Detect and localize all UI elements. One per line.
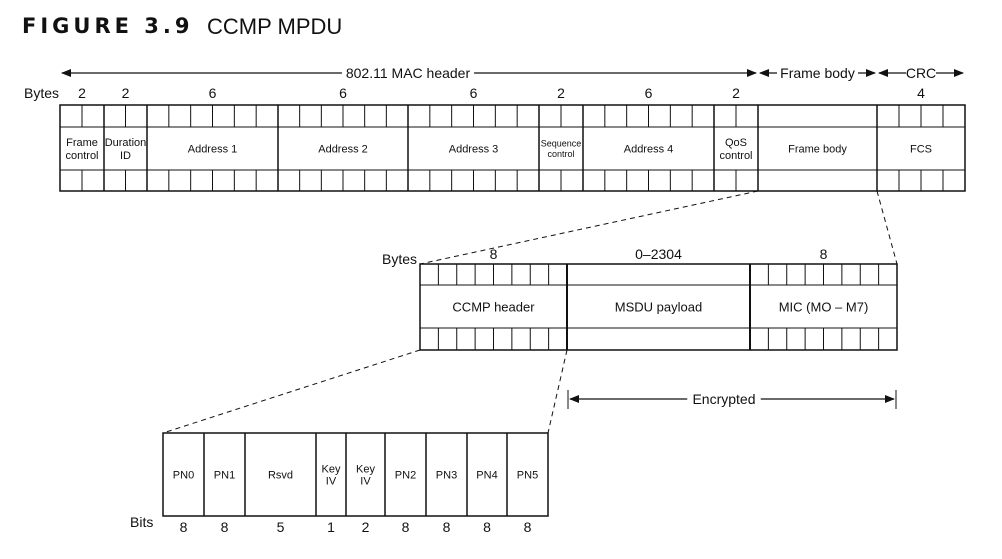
bit-count: 1 — [327, 519, 335, 535]
field-label-pn4: PN4 — [476, 469, 497, 481]
connector-dashed — [876, 190, 898, 265]
connector-dashed — [419, 190, 759, 265]
bits-label: Bits — [130, 514, 153, 530]
field-label-address-4: Address 4 — [624, 143, 674, 155]
field-label-frame-control: Frame — [66, 137, 98, 149]
field-label-duration-id: Duration — [105, 137, 147, 149]
byte-count: 6 — [339, 85, 347, 101]
span-label: Frame body — [780, 65, 855, 81]
field-label-pn3: PN3 — [436, 469, 457, 481]
field-label-pn1: PN1 — [214, 469, 235, 481]
connector-dashed — [162, 349, 421, 434]
field-label-sequence-control: Sequence — [541, 138, 582, 148]
field-label-fcs: FCS — [910, 143, 932, 155]
bytes-label: Bytes — [382, 251, 417, 267]
figure-label: FIGURE 3.9 — [22, 14, 194, 38]
field-label-mic-mo-m7-: MIC (MO – M7) — [779, 300, 869, 315]
field-label-key-iv: Key — [356, 463, 375, 475]
field-label-msdu-payload: MSDU payload — [615, 300, 702, 315]
byte-count: 2 — [732, 85, 740, 101]
field-label-duration-id: ID — [120, 150, 131, 162]
span-label: 802.11 MAC header — [346, 65, 471, 81]
byte-count: 2 — [78, 85, 86, 101]
field-label-frame-body: Frame body — [788, 143, 847, 155]
byte-count: 6 — [209, 85, 217, 101]
field-label-key-iv: Key — [322, 463, 341, 475]
byte-count: 6 — [645, 85, 653, 101]
field-label-qos-control: control — [719, 150, 752, 162]
byte-count: 8 — [820, 246, 828, 262]
field-label-address-2: Address 2 — [318, 143, 368, 155]
byte-count: 8 — [490, 246, 498, 262]
field-label-rsvd: Rsvd — [268, 469, 293, 481]
field-label-frame-control: control — [65, 150, 98, 162]
connector-dashed — [547, 349, 568, 434]
bit-count: 8 — [443, 519, 451, 535]
field-label-pn2: PN2 — [395, 469, 416, 481]
field-label-key-iv: IV — [360, 475, 371, 487]
field-label-address-1: Address 1 — [188, 143, 238, 155]
field-label-pn5: PN5 — [517, 469, 538, 481]
field-label-sequence-control: control — [547, 149, 574, 159]
figure-title: CCMP MPDU — [207, 14, 343, 39]
byte-count: 4 — [917, 85, 925, 101]
bit-count: 8 — [180, 519, 188, 535]
bit-count: 8 — [402, 519, 410, 535]
byte-count: 2 — [557, 85, 565, 101]
span-label: CRC — [906, 65, 936, 81]
ccmp-frame-box — [419, 263, 898, 351]
field-label-key-iv: IV — [326, 475, 337, 487]
field-label-qos-control: QoS — [725, 137, 747, 149]
bit-count: 8 — [483, 519, 491, 535]
mac-frame-box — [59, 104, 966, 192]
encrypted-label: Encrypted — [692, 391, 755, 407]
field-label-pn0: PN0 — [173, 469, 194, 481]
ccmp-header-box — [162, 432, 549, 517]
byte-count: 0–2304 — [635, 246, 682, 262]
bit-count: 8 — [524, 519, 532, 535]
field-label-address-3: Address 3 — [449, 143, 499, 155]
bit-count: 2 — [362, 519, 370, 535]
byte-count: 6 — [470, 85, 478, 101]
byte-count: 2 — [122, 85, 130, 101]
field-label-ccmp-header: CCMP header — [452, 300, 535, 315]
bytes-label: Bytes — [24, 85, 59, 101]
bit-count: 8 — [221, 519, 229, 535]
bit-count: 5 — [277, 519, 285, 535]
